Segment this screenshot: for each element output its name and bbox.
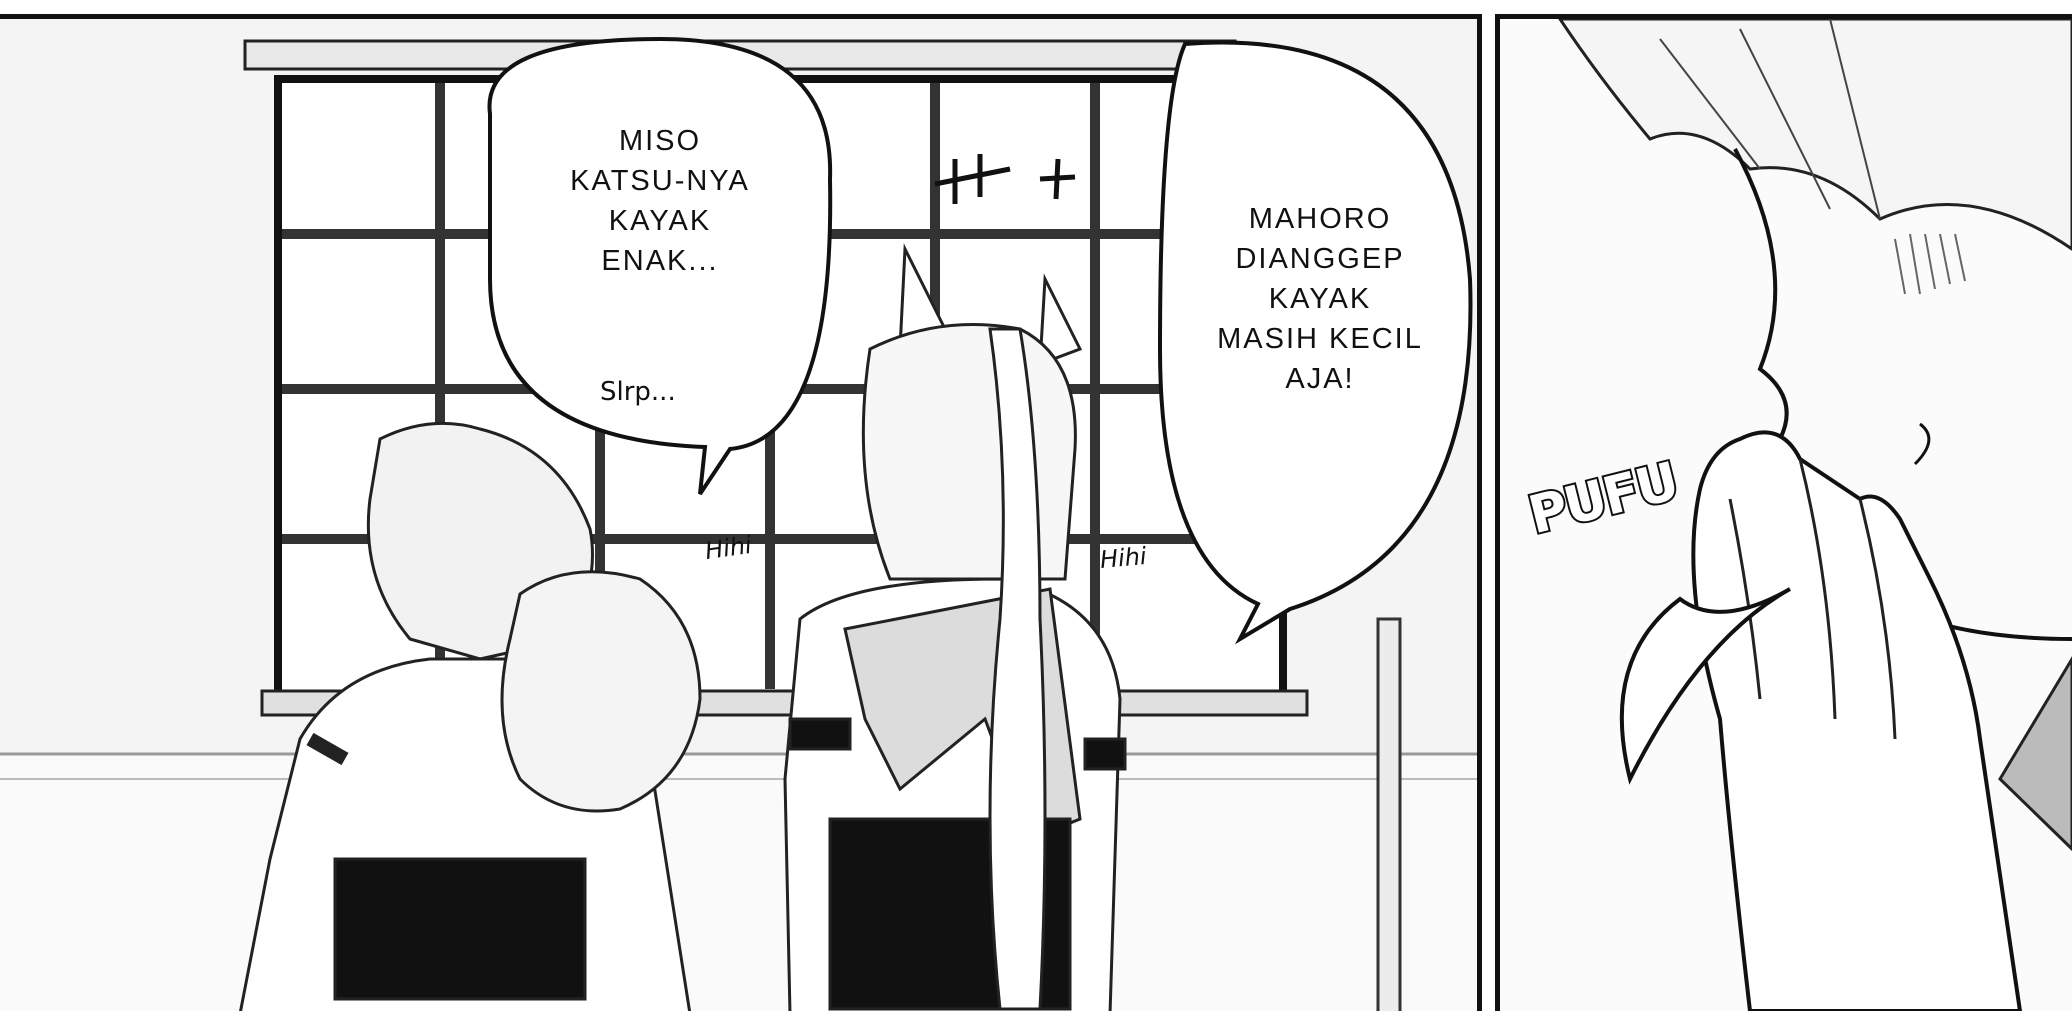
giggle-sfx-right: Hihi	[1098, 542, 1148, 574]
speech-bubble-1-shape	[487, 36, 833, 496]
right-panel: PUFU	[1495, 14, 2072, 1011]
right-panel-art	[1558, 19, 2072, 1011]
speech-bubble-2: MAHORO DIANGGEP KAYAK MASIH KECIL AJA!	[1175, 199, 1465, 399]
whisper-sfx: Slrp...	[600, 377, 676, 407]
bubble-1-line: KATSU-NYA	[570, 165, 750, 197]
left-panel-art	[0, 36, 1477, 1011]
bubble-1-line: ENAK...	[601, 245, 719, 277]
bubble-1-line: KAYAK	[608, 205, 712, 237]
bubble-2-line: MASIH KECIL	[1217, 323, 1423, 355]
bubble-2-line: AJA!	[1285, 363, 1355, 395]
character-right	[783, 243, 1127, 1011]
left-panel: MISO KATSU-NYA KAYAK ENAK... Slrp... MAH…	[0, 14, 1482, 1011]
speech-bubble-2-shape	[1157, 40, 1473, 645]
annoyance-marks	[934, 154, 1076, 204]
speech-bubble-1: MISO KATSU-NYA KAYAK ENAK...	[525, 121, 795, 281]
character-left	[239, 421, 702, 1011]
bubble-2-line: KAYAK	[1268, 283, 1372, 315]
bubble-1-line: MISO	[618, 125, 702, 157]
bubble-2-line: MAHORO	[1248, 203, 1392, 235]
bubble-2-line: DIANGGEP	[1235, 243, 1405, 275]
